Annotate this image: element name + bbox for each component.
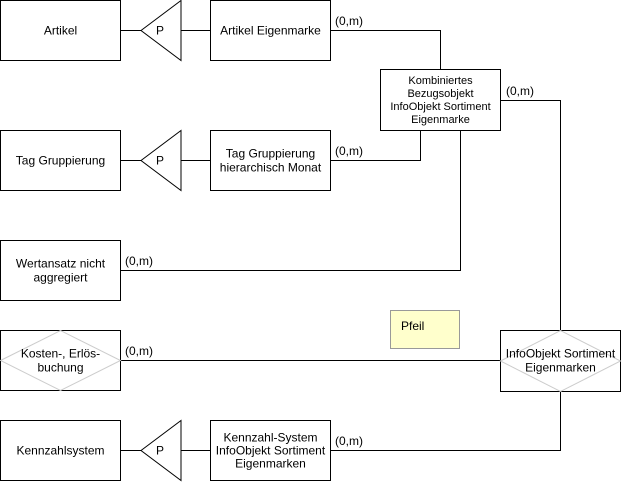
entity-artikel-eigenmarke-label: Artikel Eigenmarke — [220, 24, 321, 38]
entity-tag-gruppierung-label: Tag Gruppierung — [16, 154, 105, 168]
entity-tag-gruppierung: Tag Gruppierung — [0, 130, 121, 191]
connector-wertansatz-kombiniert — [121, 131, 461, 271]
entity-kennzahl-system-sortiment: Kennzahl-System InfoObjekt Sortiment Eig… — [210, 420, 331, 481]
connector-kombiniert-sortiment — [501, 100, 561, 330]
tag-monat-line-2: hierarchisch Monat — [220, 161, 322, 175]
kosten-line-2: buchung — [37, 361, 83, 375]
cardinality-kennzahl: (0,m) — [335, 434, 363, 448]
cardinality-kombiniert-sortiment: (0,m) — [506, 84, 534, 98]
kombiniert-line-4: Eigenmarke — [411, 114, 470, 126]
note-pfeil-label: Pfeil — [401, 319, 424, 333]
cardinality-tag-monat: (0,m) — [335, 144, 363, 158]
note-pfeil: Pfeil — [390, 310, 460, 349]
entity-artikel: Artikel — [0, 0, 121, 61]
specialization-tag-label: P — [156, 154, 164, 168]
entity-artikel-label: Artikel — [44, 24, 77, 38]
sortiment-line-2: Eigenmarken — [525, 361, 596, 375]
cardinality-wertansatz: (0,m) — [125, 254, 153, 268]
tag-monat-line-1: Tag Gruppierung — [226, 147, 315, 161]
connector-kennzahl-sortiment-relationship — [331, 392, 561, 451]
wertansatz-line-1: Wertansatz nicht — [16, 257, 106, 271]
connector-artikel-eigenmarke-kombiniert — [331, 30, 441, 69]
kennzahl-line-3: Eigenmarken — [235, 457, 306, 471]
entity-kombiniertes-bezugsobjekt: Kombiniertes Bezugsobjekt InfoObjekt Sor… — [380, 69, 501, 131]
kennzahl-line-2: InfoObjekt Sortiment — [216, 444, 326, 458]
kombiniert-line-3: InfoObjekt Sortiment — [390, 101, 490, 113]
specialization-kennzahl-label: P — [156, 444, 164, 458]
entity-wertansatz: Wertansatz nicht aggregiert — [0, 240, 121, 301]
entity-tag-gruppierung-monat: Tag Gruppierung hierarchisch Monat — [210, 130, 331, 191]
specialization-artikel: P — [140, 0, 182, 62]
connector-tag-monat-kombiniert — [331, 131, 421, 161]
kennzahl-line-1: Kennzahl-System — [223, 431, 317, 445]
specialization-artikel-label: P — [156, 24, 164, 38]
sortiment-line-1: InfoObjekt Sortiment — [506, 347, 616, 361]
specialization-tag: P — [140, 129, 182, 192]
relationship-infoobjekt-sortiment: InfoObjekt Sortiment Eigenmarken — [499, 329, 622, 393]
entity-kennzahlsystem: Kennzahlsystem — [0, 420, 121, 481]
cardinality-artikel-eigenmarke: (0,m) — [335, 14, 363, 28]
kombiniert-line-1: Kombiniertes — [408, 75, 473, 87]
entity-kennzahlsystem-label: Kennzahlsystem — [16, 444, 104, 458]
specialization-kennzahl: P — [140, 419, 182, 482]
cardinality-kosten: (0,m) — [125, 344, 153, 358]
entity-artikel-eigenmarke: Artikel Eigenmarke — [210, 0, 331, 61]
kombiniert-line-2: Bezugsobjekt — [407, 88, 473, 100]
kosten-line-1: Kosten-, Erlös- — [21, 347, 100, 361]
relationship-kosten-erloesbuchung: Kosten-, Erlös- buchung — [0, 329, 122, 392]
wertansatz-line-2: aggregiert — [33, 271, 88, 285]
